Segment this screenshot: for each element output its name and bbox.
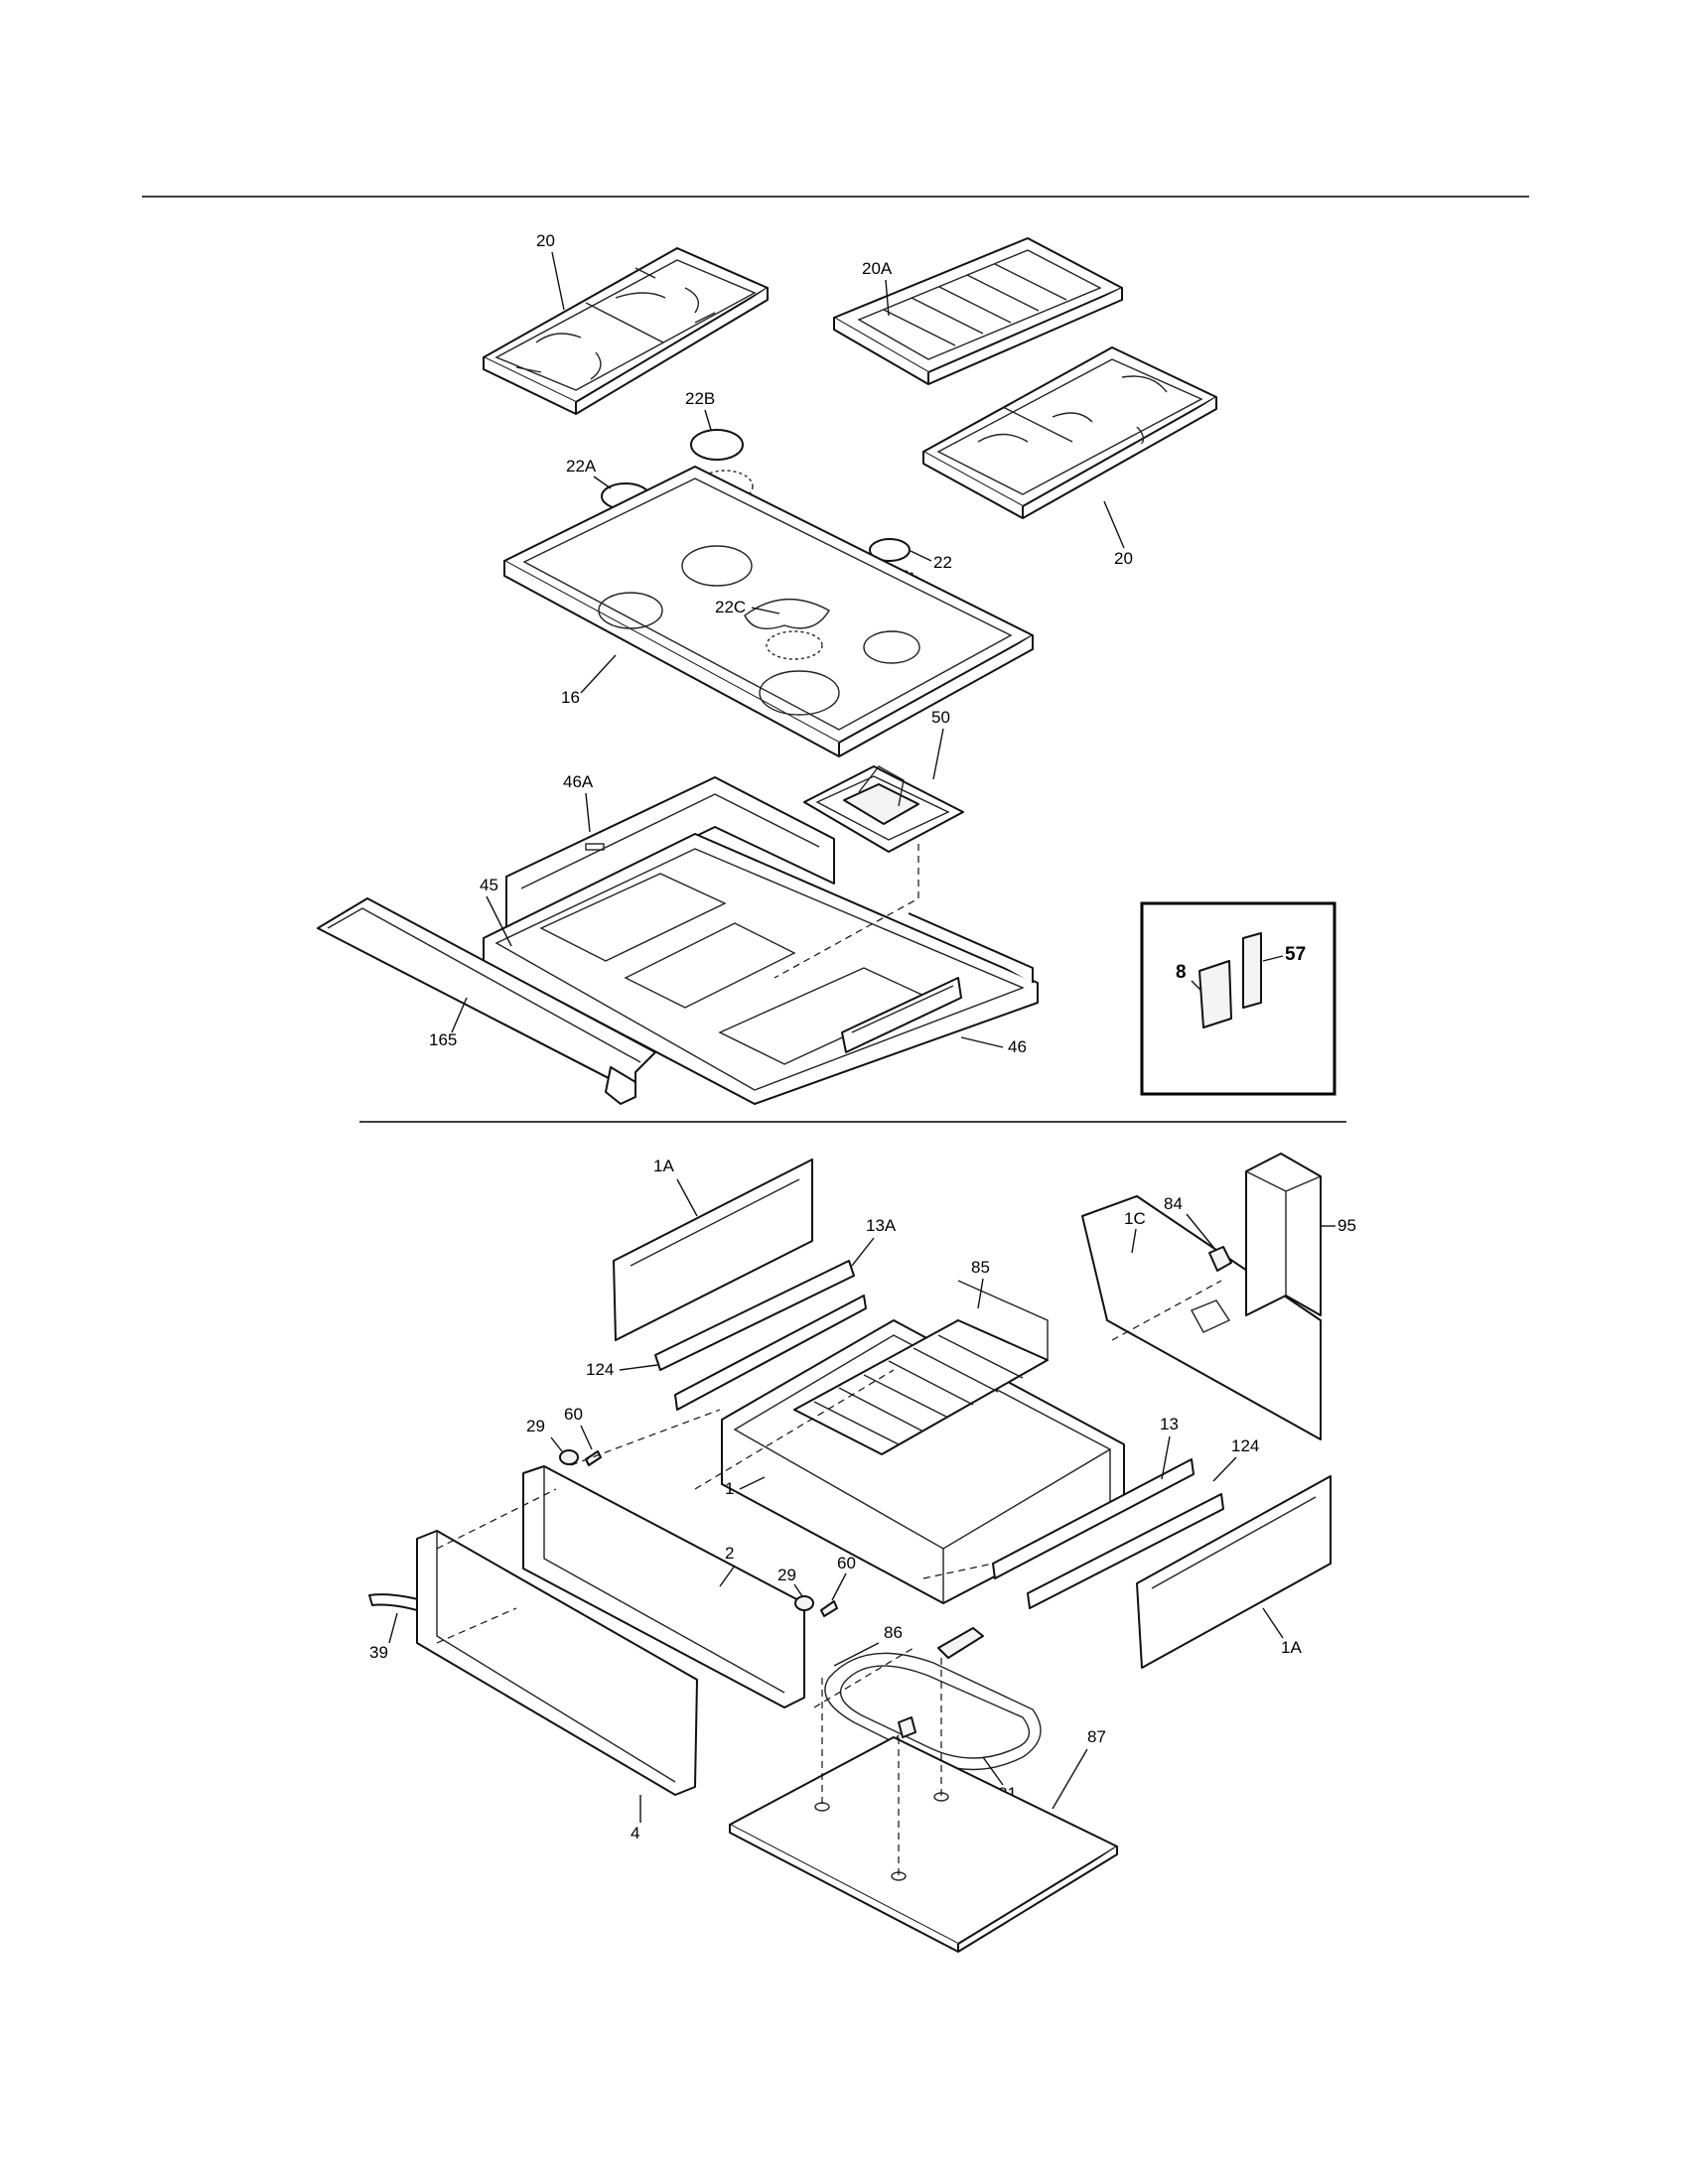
label-1C: 1C	[1124, 1209, 1146, 1228]
clip-86-top	[937, 1627, 984, 1659]
label-39: 39	[369, 1643, 388, 1662]
oven-rack	[793, 1280, 1049, 1455]
back-panel-1C	[1081, 1195, 1322, 1440]
label-20A: 20A	[862, 259, 893, 278]
label-22C: 22C	[715, 598, 746, 616]
drawer-slide-13	[992, 1458, 1224, 1609]
label-46A: 46A	[563, 772, 594, 791]
drawer-front-2	[522, 1465, 805, 1708]
grate-center	[833, 237, 1123, 385]
label-86-top: 86	[884, 1623, 903, 1642]
label-13A: 13A	[866, 1216, 897, 1235]
drip-bowl	[803, 765, 964, 853]
front-rail-165	[317, 897, 656, 1105]
label-50: 50	[931, 708, 950, 727]
drawer-body	[721, 1319, 1125, 1604]
label-1A-bottom: 1A	[1281, 1638, 1302, 1657]
screw-60-left	[585, 1450, 602, 1466]
inset-box	[1140, 901, 1336, 1096]
label-87: 87	[1087, 1727, 1106, 1746]
nut-29-right	[794, 1595, 814, 1611]
clip-86-bottom	[898, 1716, 916, 1738]
label-4: 4	[631, 1824, 639, 1843]
label-13: 13	[1160, 1415, 1179, 1433]
label-60-right: 60	[837, 1554, 856, 1572]
grate-right	[922, 346, 1217, 519]
label-95: 95	[1337, 1216, 1356, 1235]
heating-element-81	[824, 1652, 1042, 1771]
side-panel-1A-top	[613, 1159, 813, 1341]
drawer-door	[416, 1530, 698, 1796]
screw-60-right	[820, 1600, 838, 1617]
label-60-left: 60	[564, 1405, 583, 1424]
inset-part-8	[1198, 960, 1232, 1028]
label-124-left: 124	[586, 1360, 614, 1379]
label-1: 1	[725, 1479, 734, 1498]
label-20-right: 20	[1114, 549, 1133, 568]
inset-part-57	[1242, 932, 1262, 1009]
assembly-lines	[436, 844, 1222, 1876]
label-16: 16	[561, 688, 580, 707]
label-22: 22	[933, 553, 952, 572]
label-29-right: 29	[777, 1566, 796, 1584]
label-124-right: 124	[1231, 1436, 1259, 1455]
nut-29-left	[559, 1449, 579, 1465]
label-8: 8	[1176, 962, 1187, 983]
label-57: 57	[1285, 944, 1306, 965]
label-46: 46	[1008, 1037, 1027, 1056]
cooktop	[503, 466, 1034, 757]
label-22B: 22B	[685, 389, 715, 408]
bracket-46	[841, 977, 962, 1053]
label-22A: 22A	[566, 457, 597, 476]
bottom-panel-87	[729, 1736, 1118, 1953]
label-1A-top: 1A	[653, 1157, 674, 1175]
label-2: 2	[725, 1544, 734, 1563]
label-165: 165	[429, 1030, 457, 1049]
grate-left	[483, 247, 769, 415]
label-84: 84	[1164, 1194, 1183, 1213]
cover-95	[1245, 1153, 1322, 1316]
burner-cap-22B	[690, 429, 754, 503]
side-panel-1A-bottom	[1136, 1475, 1332, 1669]
label-45: 45	[480, 876, 498, 894]
label-20-left: 20	[536, 231, 555, 250]
knob-84	[1208, 1246, 1232, 1272]
drawer-slide-13A	[654, 1260, 867, 1411]
label-85: 85	[971, 1258, 990, 1277]
label-29-left: 29	[526, 1417, 545, 1435]
